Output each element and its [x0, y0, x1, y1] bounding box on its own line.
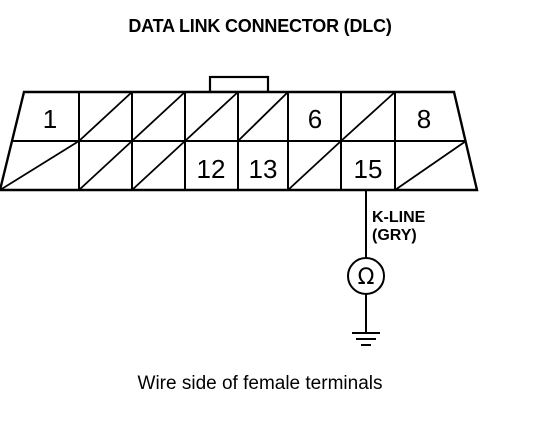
- ohm-symbol: Ω: [358, 265, 375, 290]
- pin-13-label: 13: [249, 154, 278, 184]
- pin-6-label: 6: [308, 104, 322, 134]
- pin-12-label: 12: [197, 154, 226, 184]
- connector-lock-tab: [208, 75, 270, 94]
- ground-icon: [352, 332, 380, 346]
- diagram-caption: Wire side of female terminals: [137, 373, 383, 394]
- pin-15-label: 15: [354, 154, 383, 184]
- diagram-title: DATA LINK CONNECTOR (DLC): [128, 16, 392, 36]
- wire-name-label: K-LINE: [372, 209, 426, 226]
- wire-color-label: (GRY): [372, 227, 417, 244]
- pin-8-label: 8: [417, 104, 431, 134]
- unused-cell-marks: [0, 91, 467, 191]
- pin-1-label: 1: [43, 104, 57, 134]
